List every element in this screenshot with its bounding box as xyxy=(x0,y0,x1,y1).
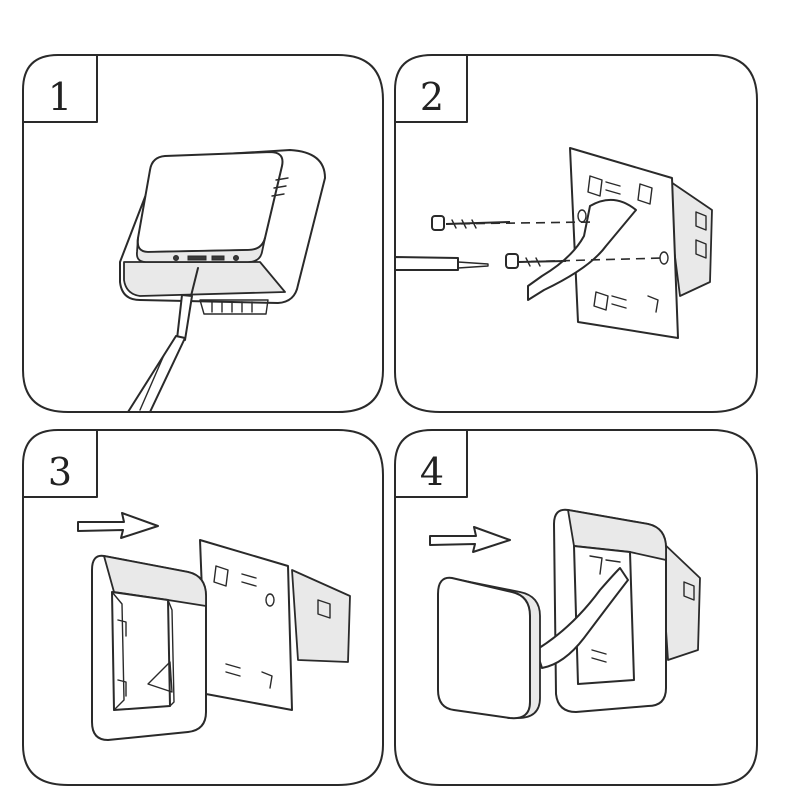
step-panel-4: 4 xyxy=(394,429,758,786)
step-panel-2: 2 xyxy=(394,54,758,413)
thermostat-assembled xyxy=(119,149,326,315)
step-number-2: 2 xyxy=(420,75,444,119)
panel-frame-3 xyxy=(22,429,384,786)
panel-frame-4 xyxy=(394,429,758,786)
arrow-right-icon-2 xyxy=(429,526,511,553)
mounting-plate xyxy=(527,147,713,339)
thermostat-front-panel xyxy=(437,576,541,720)
cover-frame-4 xyxy=(553,508,701,713)
step-number-1: 1 xyxy=(48,75,72,119)
cover-frame-3 xyxy=(91,554,207,741)
arrow-right-icon xyxy=(77,512,159,539)
step-number-box-2 xyxy=(394,54,468,123)
step-number-4: 4 xyxy=(420,450,444,494)
screwdriver xyxy=(127,267,199,413)
screwdriver-2 xyxy=(394,256,489,271)
screws xyxy=(431,215,665,269)
step-number-box-1 xyxy=(22,54,98,123)
step-number-box-4 xyxy=(394,429,468,498)
ribbon-cable xyxy=(535,567,629,669)
step-number-3: 3 xyxy=(48,450,72,494)
panel-frame-1 xyxy=(22,54,384,413)
panel-frame-2 xyxy=(394,54,758,413)
step-number-box-3 xyxy=(22,429,98,498)
step-panel-3: 3 xyxy=(22,429,384,786)
step-panel-1: 1 xyxy=(22,54,384,413)
mounting-plate-3 xyxy=(199,539,351,711)
